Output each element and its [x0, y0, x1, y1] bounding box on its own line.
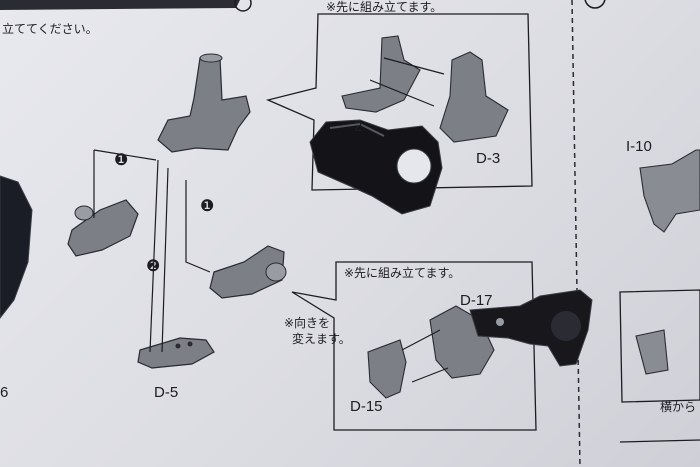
- d5-part-drawing: [137, 337, 215, 369]
- orientation-note-line2: 変えます。: [292, 332, 351, 346]
- right-box-bottom-edge: [619, 439, 700, 443]
- label-left-edge-6: 6: [0, 384, 9, 401]
- i10-part-drawing: [635, 149, 700, 375]
- step-marker-1b: ❶: [200, 196, 215, 215]
- callout-top-text: ※先に組み立てます。: [326, 0, 443, 14]
- main-part-drawing: [157, 53, 251, 153]
- label-d3: D-3: [476, 150, 501, 167]
- callout-bottom-text: ※先に組み立てます。: [344, 266, 461, 280]
- callout-box-bottom: [291, 261, 537, 431]
- step-number-circle-right: [584, 0, 606, 9]
- step-marker-2: ❷: [146, 256, 161, 275]
- step-number-circle: [234, 0, 252, 12]
- label-d15: D-15: [350, 398, 383, 415]
- label-d5: D-5: [154, 384, 179, 401]
- plastic-piece-center: [309, 119, 443, 215]
- header-strip: [0, 0, 240, 10]
- label-partial-2: 2: [354, 118, 363, 135]
- plastic-piece-right: [469, 289, 593, 367]
- label-i10: I-10: [626, 138, 652, 155]
- right-detail-box: [619, 289, 700, 403]
- plastic-piece-left-edge: [0, 175, 33, 319]
- bottom-right-text: 横から: [660, 400, 697, 414]
- left-part-drawing: [67, 199, 139, 257]
- label-d17: D-17: [460, 292, 493, 309]
- header-text: 立ててください。: [2, 22, 98, 36]
- step-marker-1a: ❶: [114, 150, 129, 169]
- guide-lines: [93, 149, 211, 353]
- middle-part-drawing: [209, 245, 287, 299]
- step-separator: [571, 0, 581, 467]
- callout-top-parts: [341, 35, 509, 143]
- orientation-note-line1: ※向きを: [284, 316, 331, 330]
